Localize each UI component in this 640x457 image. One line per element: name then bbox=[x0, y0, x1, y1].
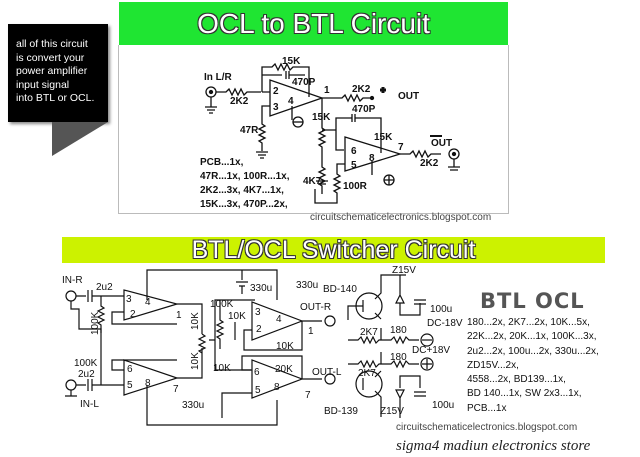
component-label: 330u bbox=[296, 280, 318, 291]
component-label: 470P bbox=[352, 104, 376, 115]
component-label: 100K bbox=[90, 311, 101, 335]
component-label: 2K2 bbox=[352, 84, 371, 95]
parts-heading: BTL OCL bbox=[480, 289, 585, 313]
pin-label: 3 bbox=[273, 102, 279, 113]
pin-label: 8 bbox=[145, 378, 151, 389]
component-label: 15K bbox=[374, 132, 393, 143]
bottom-title-banner: BTL/OCL Switcher Circuit bbox=[62, 237, 605, 263]
out-r-label: OUT-R bbox=[300, 302, 331, 313]
watermark: circuitschematicelectronics.blogspot.com bbox=[310, 212, 492, 223]
component-label: 4K7 bbox=[303, 176, 322, 187]
zener-label: Z15V bbox=[380, 406, 404, 417]
bottom-circuit-labels: IN-R 2u2 100K 100K 2u2 IN-L 3 4 2 1 6 5 … bbox=[62, 265, 463, 417]
zener-label: Z15V bbox=[392, 265, 416, 276]
callout-line: all of this circuit bbox=[16, 38, 88, 50]
transistor-label: BD-140 bbox=[323, 284, 357, 295]
component-label: 2u2 bbox=[78, 369, 95, 380]
transistor-label: BD-139 bbox=[324, 406, 358, 417]
watermark: circuitschematicelectronics.blogspot.com bbox=[396, 422, 578, 433]
dc-plus-label: DC+18V bbox=[412, 345, 450, 356]
parts-line: 180...2x, 2K7...2x, 10K...5x, bbox=[467, 317, 590, 328]
pin-label: 2 bbox=[273, 86, 279, 97]
component-label: 2u2 bbox=[96, 282, 113, 293]
top-circuit-labels: In L/R 2K2 15K 470P 2 3 4 1 47R 15K 2K2 … bbox=[200, 56, 452, 210]
component-label: 100K bbox=[210, 299, 234, 310]
component-label: 100u bbox=[430, 304, 452, 315]
top-circuit-frame bbox=[118, 45, 509, 214]
pin-label: 7 bbox=[398, 142, 404, 153]
component-label: 15K bbox=[312, 112, 331, 123]
pin-label: 3 bbox=[126, 294, 132, 305]
callout-line: power amplifier bbox=[16, 65, 88, 77]
out-minus-label: OUT bbox=[431, 138, 452, 149]
component-label: 330u bbox=[182, 400, 204, 411]
component-label: In L/R bbox=[204, 72, 233, 83]
pin-label: 5 bbox=[127, 380, 133, 391]
component-label: 47R bbox=[240, 125, 259, 136]
bottom-circuit-wires bbox=[65, 269, 434, 426]
component-label: 10K bbox=[228, 311, 246, 322]
pin-label: 6 bbox=[351, 146, 357, 157]
parts-line: 2u2...2x, 100u...2x, 330u...2x, bbox=[467, 345, 599, 357]
pin-label: 1 bbox=[308, 326, 314, 337]
pin-label: 2 bbox=[256, 324, 262, 335]
component-label: 2K2 bbox=[230, 96, 249, 107]
component-label: 10K bbox=[213, 363, 231, 374]
parts-line: 15K...3x, 470P...2x, bbox=[200, 199, 288, 210]
pin-label: 5 bbox=[351, 160, 357, 171]
top-title-banner: OCL to BTL Circuit bbox=[119, 2, 508, 45]
callout-tail bbox=[52, 122, 108, 156]
component-label: 100R bbox=[343, 181, 368, 192]
pin-label: 3 bbox=[255, 307, 261, 318]
component-label: 15K bbox=[282, 56, 301, 67]
component-label: 100u bbox=[432, 400, 454, 411]
pin-label: 8 bbox=[274, 382, 280, 393]
dc-minus-label: DC-18V bbox=[427, 318, 463, 329]
pin-label: 4 bbox=[145, 297, 151, 308]
in-r-label: IN-R bbox=[62, 275, 83, 286]
callout-line: is convert your bbox=[16, 51, 85, 64]
pin-label: 2 bbox=[130, 309, 136, 320]
parts-line: BD 140...1x, SW 2x3...1x, bbox=[467, 388, 582, 400]
parts-line: 47R...1x, 100R...1x, bbox=[200, 171, 290, 182]
component-label: 10K bbox=[190, 312, 201, 330]
component-label: 180 bbox=[390, 352, 407, 363]
component-label: 470P bbox=[292, 77, 316, 88]
parts-line: PCB...1x, bbox=[200, 157, 244, 168]
component-label: 100K bbox=[74, 358, 98, 369]
parts-line: ZD15V...2x, bbox=[467, 359, 519, 371]
out-l-label: OUT-L bbox=[312, 367, 342, 378]
component-label: 20K bbox=[275, 364, 293, 375]
pin-label: 7 bbox=[305, 390, 311, 401]
pin-label: 5 bbox=[255, 385, 261, 396]
pin-label: 6 bbox=[127, 364, 133, 375]
callout-line: into BTL or OCL. bbox=[16, 92, 95, 104]
pin-label: 6 bbox=[254, 367, 260, 378]
pin-label: 8 bbox=[369, 153, 375, 164]
out-plus-label: OUT bbox=[398, 91, 419, 102]
component-label: 330u bbox=[250, 283, 272, 294]
pin-label: 4 bbox=[276, 314, 282, 325]
in-l-label: IN-L bbox=[80, 399, 99, 410]
parts-line: 22K...2x, 20K...1x, 100K...3x, bbox=[467, 331, 597, 343]
pin-label: 7 bbox=[173, 384, 179, 395]
component-label: 10K bbox=[190, 352, 201, 370]
pin-label: 1 bbox=[324, 85, 330, 96]
component-label: 10K bbox=[276, 341, 294, 352]
component-label: 2K7 bbox=[358, 368, 376, 379]
parts-line: PCB...1x bbox=[467, 402, 507, 414]
callout-line: input signal bbox=[16, 78, 70, 91]
parts-line: 2K2...3x, 4K7...1x, bbox=[200, 185, 284, 196]
component-label: 180 bbox=[390, 325, 407, 336]
pin-label: 1 bbox=[176, 310, 182, 321]
component-label: 2K7 bbox=[360, 327, 378, 338]
parts-list: 180...2x, 2K7...2x, 10K...5x, 22K...2x, … bbox=[467, 316, 599, 416]
pin-label: 4 bbox=[288, 96, 294, 107]
parts-line: 4558...2x, BD139...1x, bbox=[467, 374, 566, 386]
top-circuit-wires bbox=[205, 62, 460, 204]
component-label: 2K2 bbox=[420, 158, 439, 169]
store-signature: sigma4 madiun electronics store bbox=[396, 438, 591, 454]
info-callout: all of this circuit is convert your powe… bbox=[8, 24, 108, 122]
